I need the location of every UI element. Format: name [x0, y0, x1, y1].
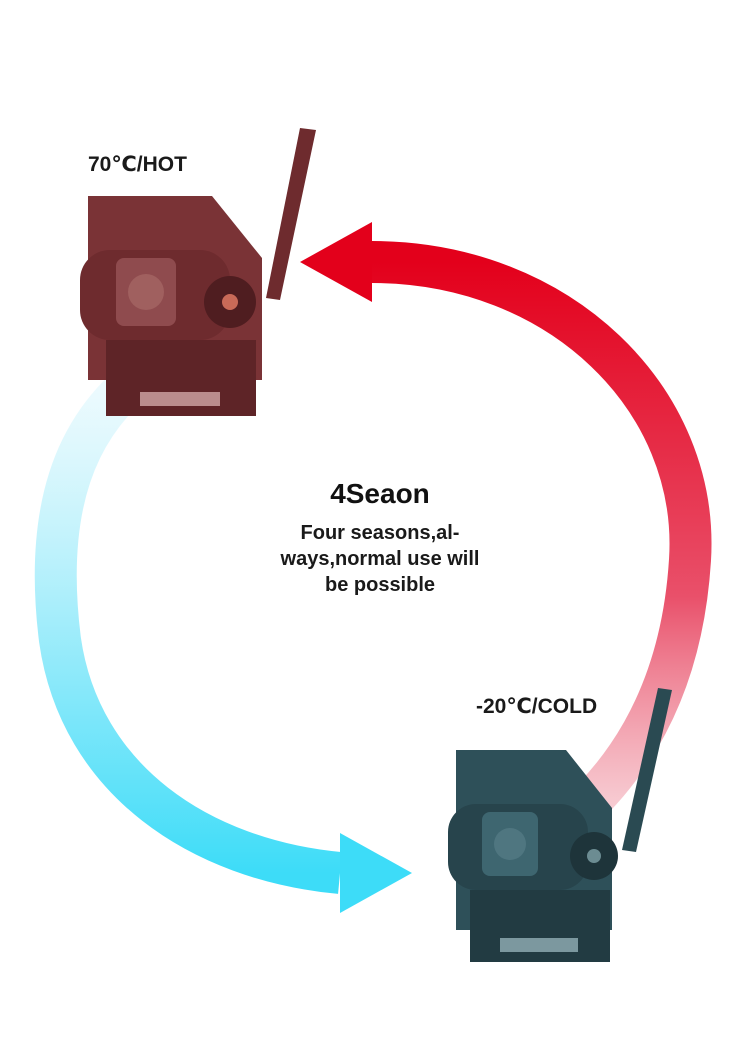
cold-camera-image: [448, 688, 672, 962]
hot-camera-image: [80, 128, 316, 416]
center-title: 4Seaon: [330, 478, 430, 509]
description-line-1: Four seasons,al-: [300, 522, 460, 544]
cold-temperature-label: -20℃/COLD: [476, 695, 598, 718]
description-line-3: be possible: [324, 574, 436, 596]
center-text-block: 4Seaon Four seasons,al- ways,normal use …: [225, 478, 535, 598]
cold-arrow: [34, 320, 412, 913]
description-line-2: ways,normal use will: [280, 548, 480, 570]
hot-temperature-label: 70℃/HOT: [88, 153, 187, 176]
